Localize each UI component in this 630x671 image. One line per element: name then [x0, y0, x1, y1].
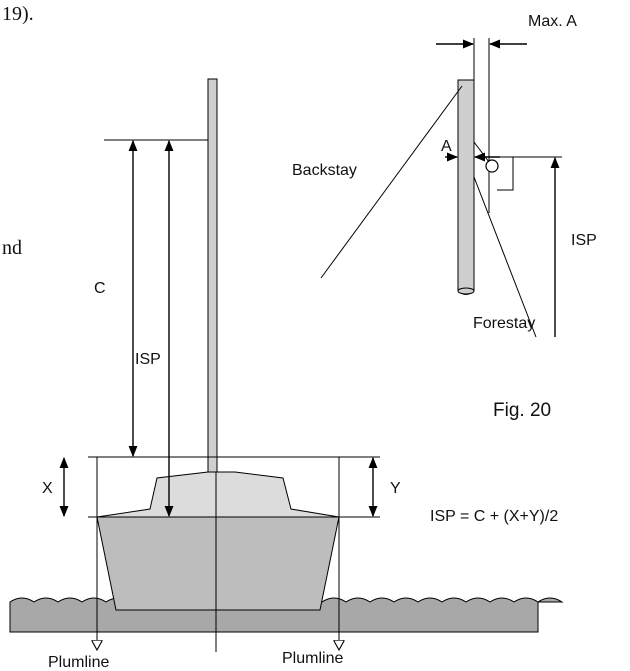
label-plumline-left: Plumline [48, 654, 109, 671]
mast [207, 78, 218, 473]
detail-diagram: Max. A A ISP Backstay Forestay Fig. 20 [292, 13, 597, 421]
text-fragment-left: nd [2, 237, 22, 259]
hull [96, 516, 340, 611]
sheave-leader [473, 141, 490, 163]
forestay-sheave [485, 159, 499, 173]
forestay-line [473, 176, 537, 338]
isp-formula: ISP = C + (X+Y)/2 [430, 508, 558, 525]
label-c: C [94, 280, 106, 297]
mast-section [457, 79, 475, 295]
label-a: A [441, 138, 452, 155]
deck [96, 471, 340, 518]
backstay-line [320, 85, 463, 279]
label-y: Y [390, 480, 401, 497]
label-max-a: Max. A [528, 13, 577, 30]
label-plumline-right: Plumline [282, 650, 343, 667]
text-fragment-top: 19). [2, 3, 34, 25]
figure-caption: Fig. 20 [493, 400, 551, 421]
label-isp-detail: ISP [571, 232, 597, 249]
label-x: X [42, 480, 53, 497]
sheave-bracket [497, 156, 514, 191]
label-backstay: Backstay [292, 162, 357, 179]
label-forestay: Forestay [473, 315, 535, 332]
main-diagram: C ISP X Y Plumline Plumline ISP = C + (X… [9, 78, 564, 671]
label-isp-main: ISP [135, 351, 161, 368]
mast-section-end [457, 287, 475, 295]
